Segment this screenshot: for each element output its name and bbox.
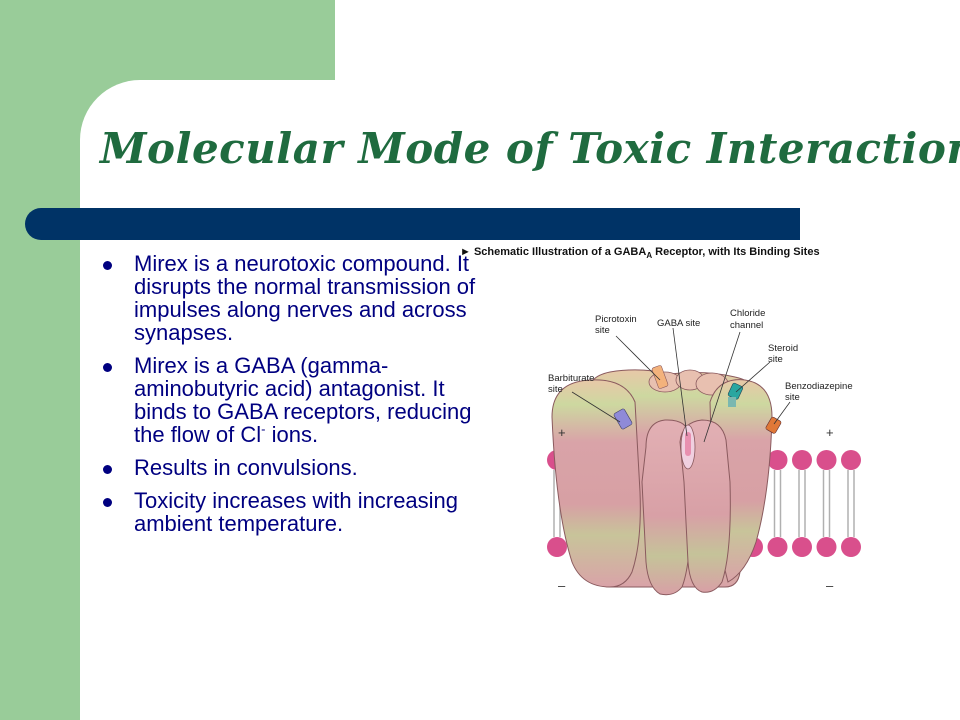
figure-caption: ► Schematic Illustration of a GABAA Rece… [460,246,820,260]
extracellular-plus-sign: + [826,425,834,440]
corner-decoration [80,80,140,140]
picrotoxin-label-2: site [595,325,610,336]
bullet-item: Results in convulsions. [100,456,480,479]
bullet-dot-icon [103,465,112,474]
bullet-text: Mirex is a neurotoxic compound. It disru… [134,251,476,345]
extracellular-plus-sign: + [558,425,566,440]
phospholipid-head [816,537,837,557]
receptor-left-subunit [551,379,641,588]
figure-caption-suffix: Receptor, with Its Binding Sites [652,246,820,258]
gaba-site-marker [685,432,691,456]
bullet-item: Mirex is a neurotoxic compound. It disru… [100,252,480,344]
gaba-receptor-figure: Picrotoxin site GABA site Chloride chann… [460,242,890,612]
label-leader-lines [571,327,791,443]
bullet-superscript: - [261,421,266,437]
phospholipid-head [767,537,788,557]
side-decoration-strip [0,0,80,720]
barbiturate-label: Barbiturate [548,373,594,384]
phospholipid-head [841,450,861,470]
phospholipid-head [767,450,788,470]
benzodiazepine-site-marker [765,416,782,434]
title-underline-bar [25,208,800,240]
phospholipid-head [547,537,567,557]
steroid-site-marker-stem [728,397,736,407]
chloride-label-2: channel [730,320,763,331]
bullet-dot-icon [103,363,112,372]
gaba-receptor-diagram: Picrotoxin site GABA site Chloride chann… [547,308,861,596]
steroid-label: Steroid [768,343,798,354]
benzodiazepine-label-2: site [785,392,800,403]
bullet-dot-icon [103,498,112,507]
top-decoration-strip [80,0,335,80]
slide-title: Molecular Mode of Toxic Interaction [100,124,960,173]
bullet-text: Mirex is a GABA (gamma-aminobutyric acid… [134,353,472,447]
bullet-item: Toxicity increases with increasing ambie… [100,489,480,535]
gaba-site-label: GABA site [657,318,700,329]
chloride-label: Chloride [730,308,765,319]
figure-caption-prefix: ► Schematic Illustration of a GABA [460,246,647,258]
barbiturate-label-2: site [548,384,563,395]
steroid-label-2: site [768,354,783,365]
intracellular-minus-sign: – [826,578,834,593]
phospholipid-head [792,537,812,557]
barbiturate-site-marker [613,408,633,430]
intracellular-minus-sign: – [558,578,566,593]
phospholipid-head [816,450,837,470]
bullet-text: Results in convulsions. [134,455,358,480]
picrotoxin-site-marker [651,365,669,389]
figure-caption-subscript: A [646,251,653,261]
bullet-text: Toxicity increases with increasing ambie… [134,488,459,536]
phospholipid-head [792,450,812,470]
phospholipid-head [841,537,861,557]
bullet-dot-icon [103,261,112,270]
bullet-item: Mirex is a GABA (gamma-aminobutyric acid… [100,354,480,446]
benzodiazepine-label: Benzodiazepine [785,381,853,392]
bullet-list: Mirex is a neurotoxic compound. It disru… [100,252,480,545]
picrotoxin-label: Picrotoxin [595,314,637,325]
bullet-text-suffix: ions. [265,422,319,447]
